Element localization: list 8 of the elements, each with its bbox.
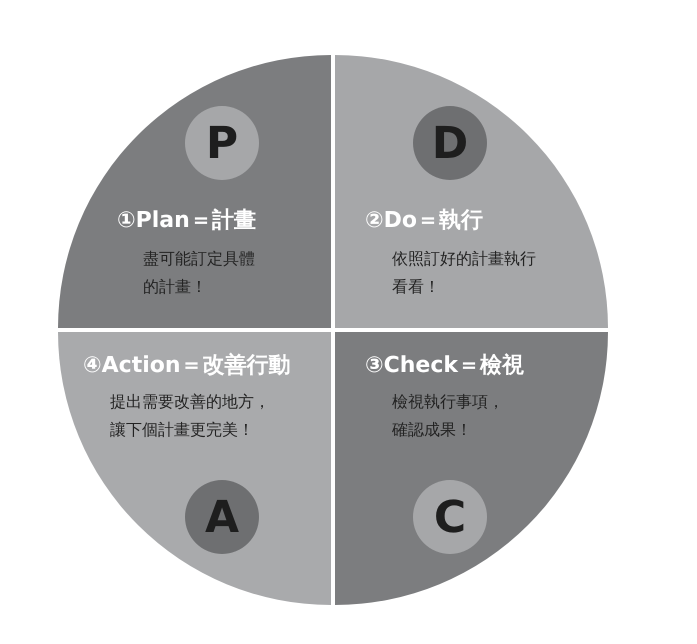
quadrant-description: 提出需要改善的地方，讓下個計畫更完美！ (110, 391, 270, 441)
quadrant-description: 檢視執行事項，確認成果！ (392, 391, 504, 441)
quadrant-heading: ③Check＝檢視 (365, 352, 524, 380)
quadrant-description: 依照訂好的計畫執行看看！ (392, 248, 536, 298)
quadrant-description: 盡可能訂定具體的計畫！ (143, 248, 255, 298)
quadrant-heading: ②Do＝執行 (365, 207, 484, 235)
quadrant-heading: ①Plan＝計畫 (117, 207, 256, 235)
quadrant-heading: ④Action＝改善行動 (83, 352, 291, 380)
